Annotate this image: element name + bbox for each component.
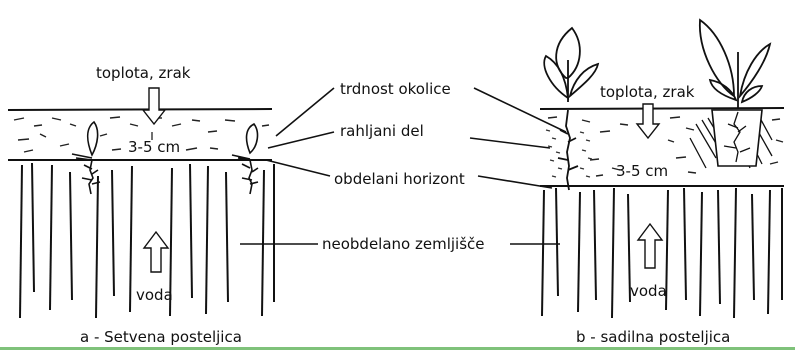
panel-a-water-arrow bbox=[144, 232, 168, 272]
panel-b-depth-label: 3-5 cm bbox=[616, 162, 668, 180]
panel-b-water-label: voda bbox=[630, 282, 667, 300]
callout-line-loosened-b bbox=[470, 138, 550, 148]
callout-untilled: neobdelano zemljišče bbox=[322, 235, 485, 253]
panel-a-surface-line bbox=[8, 109, 272, 110]
callout-firmness: trdnost okolice bbox=[340, 80, 451, 98]
panel-a-water-label: voda bbox=[136, 286, 173, 304]
panel-b-water-arrow bbox=[638, 224, 662, 268]
callout-line-firmness-a bbox=[276, 88, 334, 136]
panel-a-caption: a - Setvena posteljica bbox=[80, 328, 242, 346]
panel-a-heat-label: toplota, zrak bbox=[96, 64, 191, 82]
callout-loosened: rahljani del bbox=[340, 122, 424, 140]
callout-lines bbox=[240, 88, 566, 244]
callout-tilled: obdelani horizont bbox=[334, 170, 465, 188]
panel-b-heat-label: toplota, zrak bbox=[600, 83, 695, 101]
panel-b-surface-line bbox=[540, 108, 784, 109]
panel-b-caption: b - sadilna posteljica bbox=[576, 328, 730, 346]
panel-a-depth-label: 3-5 cm bbox=[128, 138, 180, 156]
callout-line-tilled-a bbox=[266, 160, 330, 176]
panel-b-right-plant bbox=[700, 20, 770, 108]
callout-line-firmness-b bbox=[474, 88, 566, 132]
panel-a-seedbed: toplota, zrak 3-5 cm voda a - Setvena po… bbox=[8, 64, 274, 346]
panel-a-seedling-left bbox=[72, 122, 100, 194]
panel-b-planting-bed: toplota, zrak 3-5 cm voda b - sadilna po… bbox=[540, 20, 784, 346]
